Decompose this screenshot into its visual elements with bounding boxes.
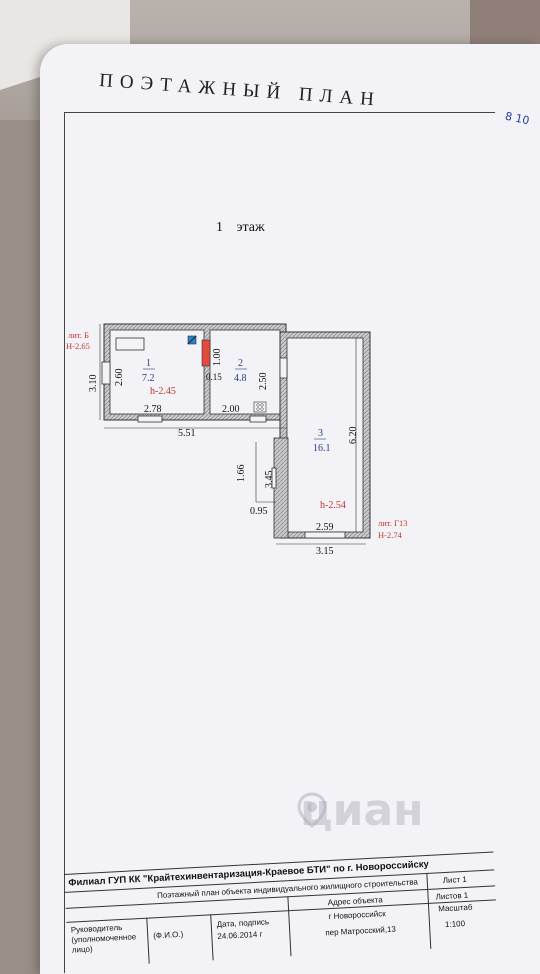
title-block-row xyxy=(66,899,496,923)
dim-2-50: 2.50 xyxy=(258,373,269,391)
room-3-number: 3 xyxy=(318,428,323,439)
room-1-height: h-2.45 xyxy=(150,386,176,397)
sheet-number: Лист 1 xyxy=(442,874,468,886)
title-block-divider xyxy=(210,914,214,961)
lit-g-label: лит. Г13 xyxy=(378,518,408,528)
dim-2-60: 2.60 xyxy=(114,369,125,387)
dim-2-00: 2.00 xyxy=(222,404,240,415)
watermark-text: циан xyxy=(300,785,424,836)
sheet-count: Листов 1 xyxy=(435,890,469,902)
title-block-divider xyxy=(426,872,432,949)
openings xyxy=(101,357,346,539)
lit-g-height: Н-2.74 xyxy=(378,530,403,540)
walls-left-block xyxy=(103,323,287,421)
date-label: Дата, подпись xyxy=(216,917,270,930)
dim-1-66: 1.66 xyxy=(236,465,247,483)
scale-label: Масштаб xyxy=(437,902,473,914)
city: г Новороссийск xyxy=(328,909,386,922)
dim-0-95: 0.95 xyxy=(250,506,268,517)
dim-5-51: 5.51 xyxy=(178,428,196,439)
room-3-area: 16.1 xyxy=(313,443,331,454)
dim-1-00: 1.00 xyxy=(212,349,223,367)
floor-plan: лит. Б Н-2.65 лит. Г13 Н-2.74 1 7.2 h-2.… xyxy=(66,323,408,557)
floor-word: этаж xyxy=(236,220,265,235)
fio-label: (Ф.И.О.) xyxy=(153,929,184,941)
room-2-number: 2 xyxy=(238,358,243,369)
dim-6-20: 6.20 xyxy=(348,427,359,445)
dimension-lines xyxy=(99,324,366,545)
title-block: Филиал ГУП КК "Крайтехинвентаризация-Кра… xyxy=(62,815,498,967)
dim-3-10: 3.10 xyxy=(88,375,99,393)
lit-b-height: Н-2.65 xyxy=(66,341,90,351)
room-3-height: h-2.54 xyxy=(320,500,346,511)
floor-number: 1 xyxy=(216,220,223,235)
room-2-area: 4.8 xyxy=(234,373,247,384)
dim-2-59: 2.59 xyxy=(316,522,334,533)
room-1-number: 1 xyxy=(146,358,151,369)
dim-3-45: 3.45 xyxy=(264,471,275,489)
lit-b-label: лит. Б xyxy=(68,330,89,340)
scale-value: 1:100 xyxy=(444,919,466,930)
dim-0-15: 0.15 xyxy=(206,372,222,382)
date-value: 24.06.2014 г xyxy=(217,929,263,941)
title-block-divider xyxy=(287,896,292,957)
fixtures xyxy=(115,335,267,413)
room-1-area: 7.2 xyxy=(142,373,155,384)
title-block-divider xyxy=(146,917,150,964)
dim-2-78: 2.78 xyxy=(144,404,162,415)
street: пер Матросский,13 xyxy=(325,924,397,938)
page-frame xyxy=(64,112,495,973)
walls-right-block xyxy=(273,331,371,539)
head-sub: (уполномоченное xyxy=(71,932,137,945)
floor-label: 1 этаж xyxy=(216,220,265,236)
head-sub2: лицо) xyxy=(71,944,93,955)
dim-3-15: 3.15 xyxy=(316,546,334,557)
location-pin-icon xyxy=(297,792,327,828)
